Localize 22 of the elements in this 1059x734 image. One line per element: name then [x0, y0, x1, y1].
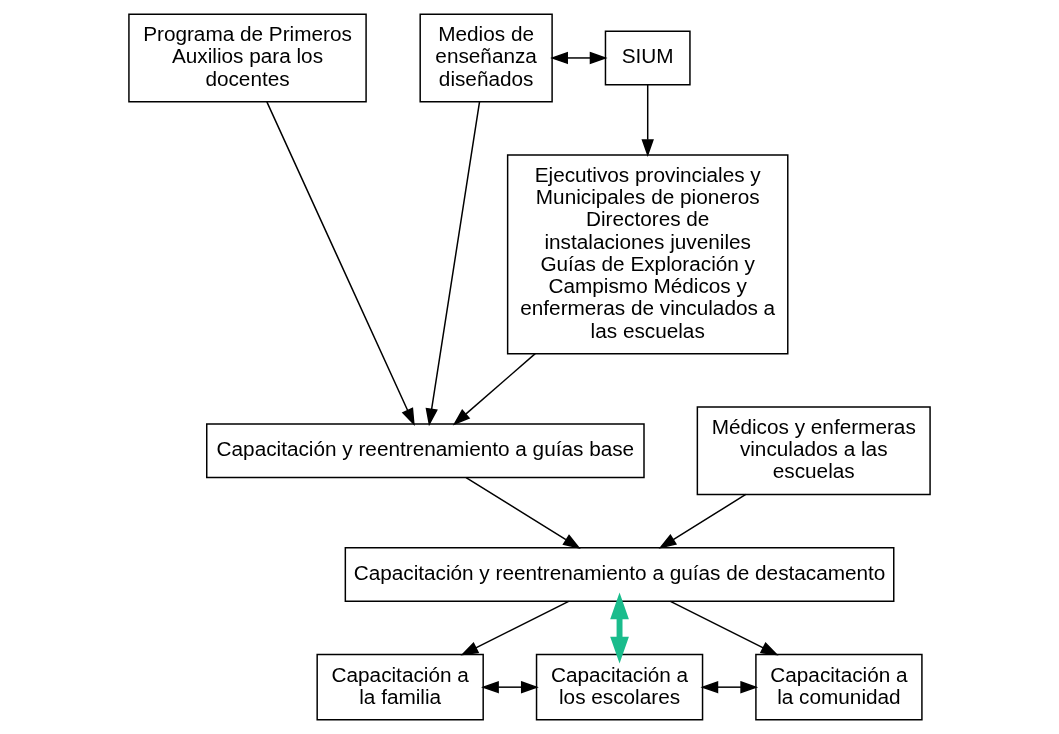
arrow	[452, 352, 536, 426]
arrow	[658, 493, 747, 549]
node-box: Capacitación y reentrenamiento a guías base	[206, 423, 645, 479]
arrow	[465, 476, 581, 549]
node-box: SIUM	[604, 30, 691, 86]
arrow	[460, 600, 570, 656]
node-box: Capacitación y reentrenamiento a guías de destacamento	[344, 547, 895, 602]
arrow	[266, 101, 415, 427]
node-box: Capacitación a los escolares	[535, 653, 704, 721]
arrow	[610, 592, 629, 664]
arrow	[550, 51, 608, 65]
node-box: Capacitación a la familia	[316, 653, 484, 721]
node-box: Programa de Primeros Auxilios para los docentes	[128, 13, 367, 103]
arrow	[425, 101, 481, 427]
node-box: Ejecutivos provinciales y Municipales de pioneros Directores de instalaciones juveniles Guías de Exploración y Campismo Médicos y enfermeras de vinculados a las escuelas	[506, 154, 789, 355]
arrow	[700, 680, 759, 694]
arrow	[669, 600, 779, 656]
arrow	[481, 680, 539, 694]
node-box: Capacitación a la comunidad	[755, 653, 923, 721]
node-box: Medios de enseñanza diseñados	[419, 13, 553, 103]
node-box: Médicos y enfermeras vinculados a las escuelas	[696, 406, 931, 496]
arrow	[641, 84, 654, 158]
